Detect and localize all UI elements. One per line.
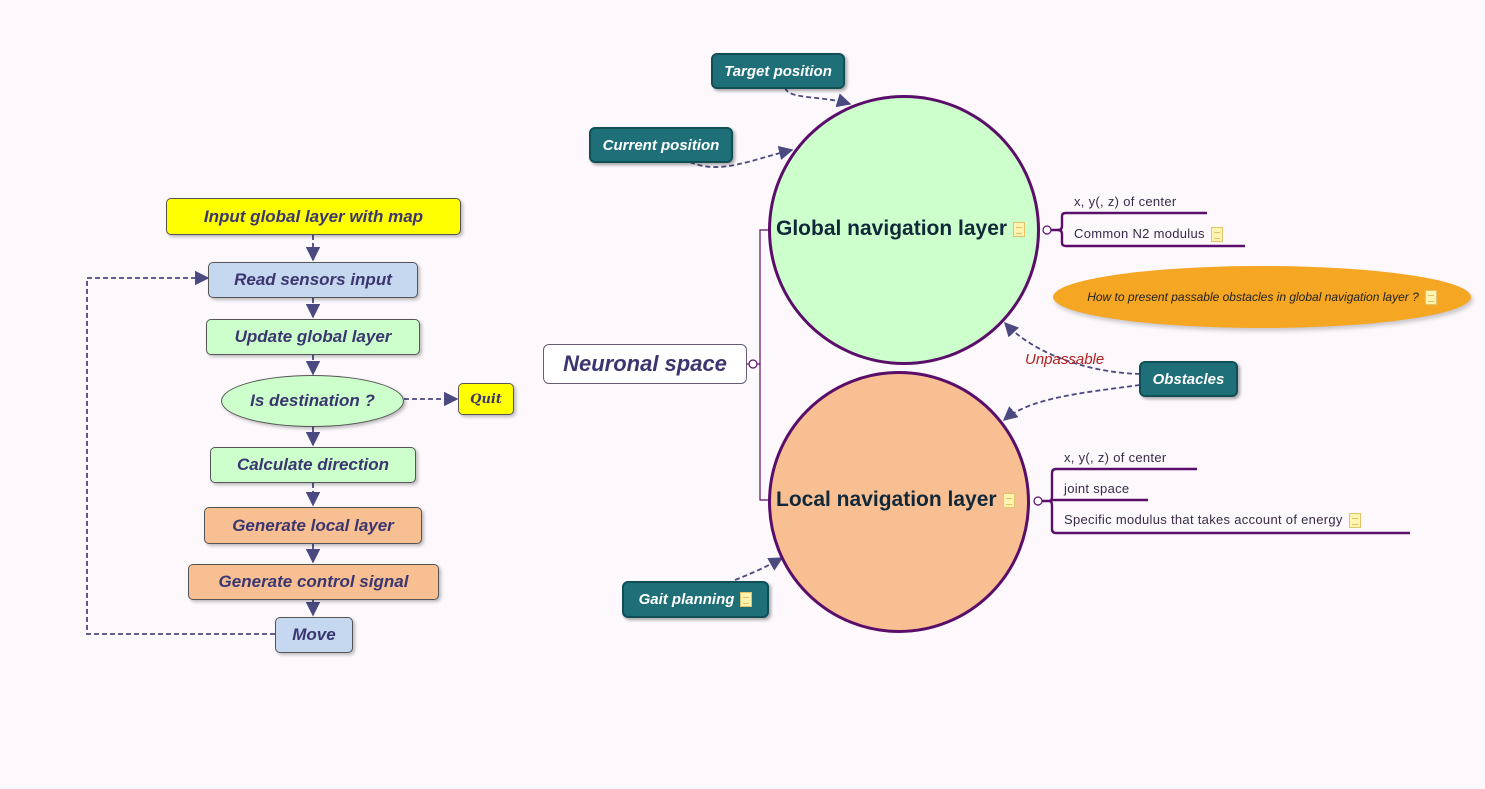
obstacles-node[interactable]: Obstacles: [1139, 361, 1238, 397]
global-navigation-label: Global navigation layer: [776, 217, 1026, 241]
note-icon[interactable]: [740, 592, 753, 607]
global-navigation-circle[interactable]: [768, 95, 1040, 365]
root-node-neuronal-space[interactable]: Neuronal space: [543, 344, 747, 384]
local-navigation-label: Local navigation layer: [776, 488, 1015, 512]
global-child-center[interactable]: x, y(, z) of center: [1074, 194, 1177, 209]
relation-label-unpassable[interactable]: Unpassable: [1025, 351, 1105, 368]
flow-step-generate-control[interactable]: Generate control signal: [188, 564, 439, 600]
note-icon[interactable]: [1002, 492, 1015, 508]
note-icon[interactable]: [1013, 221, 1026, 237]
gait-planning-node[interactable]: Gait planning: [622, 581, 769, 618]
current-position-node[interactable]: Current position: [589, 127, 733, 163]
global-child-modulus[interactable]: Common N2 modulus: [1074, 226, 1223, 243]
local-child-joint-space[interactable]: joint space: [1064, 481, 1130, 496]
flow-step-generate-local[interactable]: Generate local layer: [204, 507, 422, 544]
local-child-energy-modulus[interactable]: Specific modulus that takes account of e…: [1064, 512, 1361, 529]
flow-step-move[interactable]: Move: [275, 617, 353, 653]
flow-step-input-map[interactable]: Input global layer with map: [166, 198, 461, 235]
flow-decision-destination[interactable]: Is destination ?: [221, 375, 404, 427]
local-navigation-circle[interactable]: [768, 371, 1030, 633]
callout-question[interactable]: How to present passable obstacles in glo…: [1053, 266, 1471, 328]
flow-step-calculate-direction[interactable]: Calculate direction: [210, 447, 416, 483]
note-icon[interactable]: [1210, 227, 1223, 243]
local-child-center[interactable]: x, y(, z) of center: [1064, 450, 1167, 465]
target-position-node[interactable]: Target position: [711, 53, 845, 89]
flow-step-read-sensors[interactable]: Read sensors input: [208, 262, 418, 298]
note-icon[interactable]: [1424, 289, 1437, 305]
flow-step-update-global[interactable]: Update global layer: [206, 319, 420, 355]
flow-step-quit[interactable]: Quit: [458, 383, 514, 415]
note-icon[interactable]: [1348, 513, 1361, 529]
